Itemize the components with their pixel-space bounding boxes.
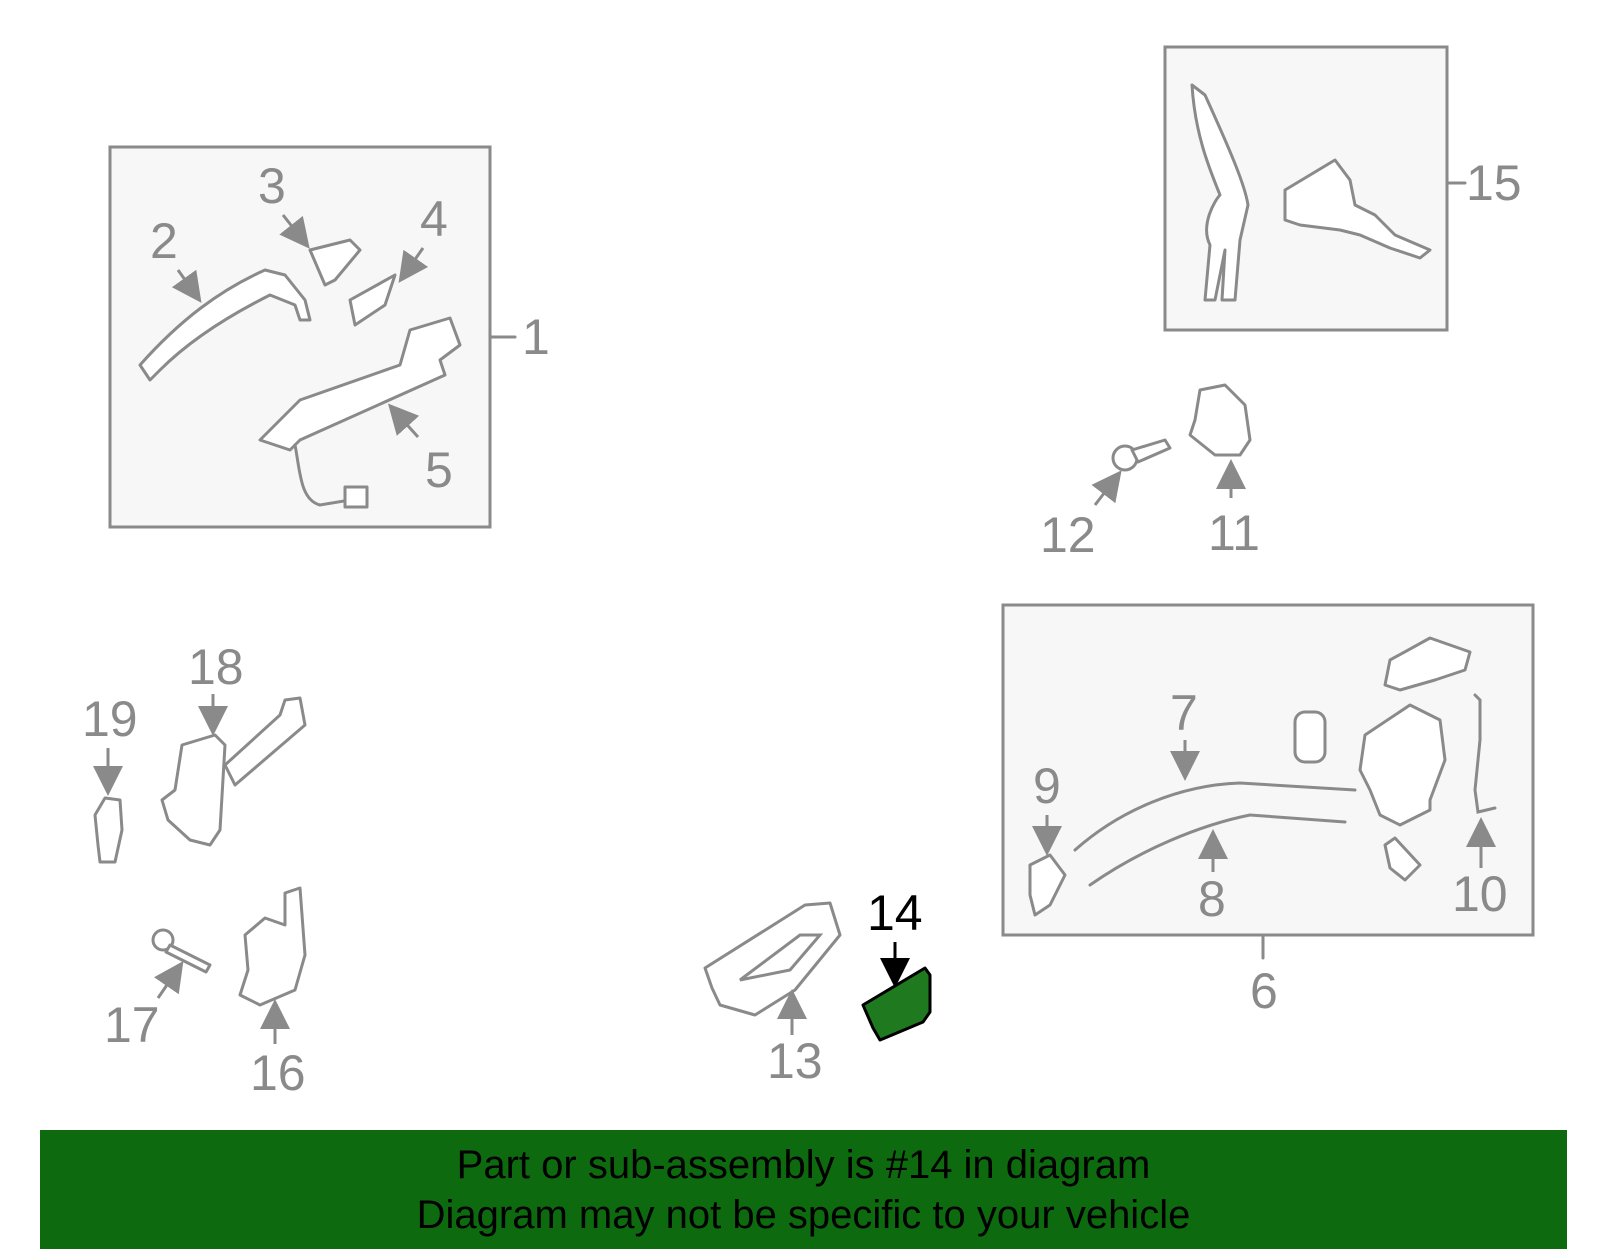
callout-10: 10 — [1452, 866, 1508, 922]
outer-handle-assembly-box — [108, 145, 517, 529]
callout-8: 8 — [1198, 871, 1226, 927]
callout-11: 11 — [1208, 505, 1260, 561]
callout-6: 6 — [1250, 963, 1278, 1019]
parts-diagram: 1 2 3 4 5 6 7 8 9 10 11 12 13 14 15 16 1… — [82, 45, 1535, 1101]
callout-13: 13 — [767, 1033, 823, 1089]
lock-cylinder-part — [1283, 158, 1432, 260]
callout-14: 14 — [867, 885, 923, 941]
gasket-pad-part — [348, 273, 397, 327]
inner-handle-part — [703, 901, 842, 1017]
inner-handle-group — [703, 901, 842, 1017]
bolt-head-part — [151, 928, 175, 952]
callout-2: 2 — [150, 213, 178, 269]
callout-15: 15 — [1466, 155, 1522, 211]
callout-7: 7 — [1170, 685, 1198, 741]
door-latch-part — [1358, 703, 1447, 827]
handle-frame-part — [258, 316, 462, 452]
handle-cap-part — [308, 238, 362, 287]
callout-17: 17 — [104, 997, 160, 1053]
cable-7 — [1073, 781, 1357, 852]
rod-10 — [1473, 693, 1497, 814]
callout-3: 3 — [258, 158, 286, 214]
striker-part — [1188, 383, 1252, 457]
callout-4: 4 — [420, 191, 448, 247]
stopper-part — [93, 796, 124, 864]
info-banner: Part or sub-assembly is #14 in diagram D… — [40, 1130, 1567, 1249]
part-14-shape — [861, 966, 932, 1042]
callout-9: 9 — [1033, 758, 1061, 814]
door-check-part — [160, 733, 227, 847]
callout-1: 1 — [522, 309, 550, 365]
highlighted-part-14 — [861, 966, 932, 1042]
striker-group — [1111, 383, 1252, 472]
cable-8 — [1088, 813, 1347, 887]
hinge-group — [151, 886, 307, 1007]
banner-line-disclaimer: Diagram may not be specific to your vehi… — [416, 1193, 1191, 1237]
banner-line-part-number: Part or sub-assembly is #14 in diagram — [456, 1143, 1151, 1187]
grommet-part — [1293, 710, 1327, 764]
latch-assembly-box — [1001, 603, 1535, 960]
callout-16: 16 — [250, 1045, 306, 1101]
door-check-group — [93, 696, 307, 864]
outer-handle-part — [138, 268, 312, 382]
key-part — [1190, 83, 1250, 302]
callout-19: 19 — [82, 691, 138, 747]
hinge-part — [238, 886, 307, 1007]
callout-12: 12 — [1040, 507, 1096, 563]
callout-5: 5 — [425, 442, 453, 498]
callout-18: 18 — [188, 639, 244, 695]
key-cylinder-box — [1163, 45, 1467, 332]
